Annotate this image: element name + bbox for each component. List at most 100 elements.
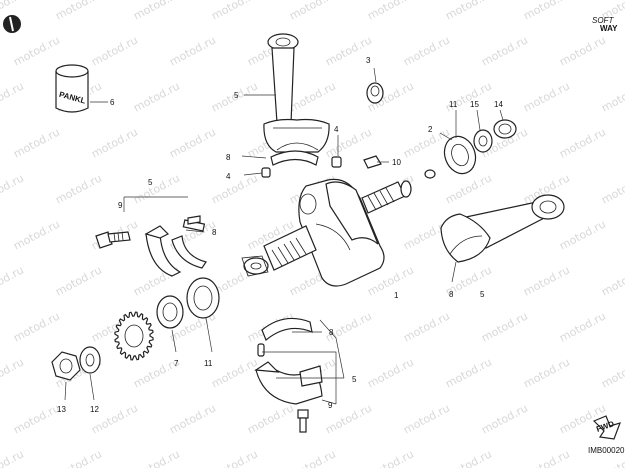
callout-8-left: 8: [212, 228, 217, 237]
part-dowel-pin-mid: [331, 156, 342, 168]
callout-7: 7: [174, 359, 179, 368]
part-rod-bolt-lower: [297, 409, 309, 433]
watermark-text: motod.ru: [287, 79, 338, 114]
watermark-text: motod.ru: [0, 171, 26, 206]
watermark-text: motod.ru: [209, 447, 260, 468]
callout-6: 6: [110, 98, 115, 107]
watermark-text: motod.ru: [479, 401, 530, 436]
softway-logo: SOFT WAY: [592, 16, 618, 33]
watermark-text: motod.ru: [443, 355, 494, 390]
watermark-text: motod.ru: [557, 125, 608, 160]
watermark-text: motod.ru: [0, 79, 26, 114]
watermark-text: motod.ru: [521, 263, 572, 298]
watermark-text: motod.ru: [11, 33, 62, 68]
callout-13: 13: [57, 405, 66, 414]
callout-9-left: 9: [118, 201, 123, 210]
watermark-text: motod.ru: [209, 171, 260, 206]
watermark-text: motod.ru: [599, 79, 625, 114]
watermark-text: motod.ru: [167, 33, 218, 68]
leader-lines: [64, 67, 504, 405]
callout-8-right: 8: [449, 290, 454, 299]
watermark-text: motod.ru: [245, 401, 296, 436]
watermark-text: motod.ru: [131, 171, 182, 206]
watermark-text: motod.ru: [365, 447, 416, 468]
callout-15: 15: [470, 100, 479, 109]
watermark-text: motod.ru: [521, 355, 572, 390]
watermark-text: motod.ru: [53, 447, 104, 468]
watermark-text: motod.ru: [131, 79, 182, 114]
callout-3: 3: [366, 56, 371, 65]
part-pankl-bearing-box: PANKL: [55, 64, 89, 113]
watermark-text: motod.ru: [401, 33, 452, 68]
part-crankshaft: [241, 178, 412, 287]
callout-labels: 5 3 6 8 4 4 10 2 11 15 14 5 9 8 1 8 5 7 …: [57, 56, 503, 414]
watermark-text: motod.ru: [599, 171, 625, 206]
watermark-text: motod.ru: [53, 0, 104, 23]
watermark-text: motod.ru: [323, 125, 374, 160]
callout-11-left: 11: [204, 359, 213, 368]
watermark-text: motod.ru: [479, 309, 530, 344]
watermark-text: motod.ru: [521, 0, 572, 23]
watermark-text: motod.ru: [443, 447, 494, 468]
watermark-text: motod.ru: [11, 309, 62, 344]
watermark-text: motod.ru: [287, 0, 338, 23]
watermark-text: motod.ru: [521, 79, 572, 114]
brand-line1: SOFT: [592, 16, 614, 25]
callout-4-mid: 4: [334, 125, 339, 134]
callout-8-top: 8: [226, 153, 231, 162]
watermark-text: motod.ru: [479, 33, 530, 68]
watermark-text: motod.ru: [557, 217, 608, 252]
callout-9-bottom: 9: [328, 401, 333, 410]
callout-5-bottom: 5: [352, 375, 357, 384]
watermark-text: motod.ru: [599, 263, 625, 298]
watermark-text: motod.ru: [11, 217, 62, 252]
callout-11-right: 11: [449, 100, 458, 109]
callout-2: 2: [428, 125, 433, 134]
brand-line2: WAY: [600, 24, 618, 33]
watermark-text: motod.ru: [89, 33, 140, 68]
watermark-text: motod.ru: [209, 355, 260, 390]
watermark-text: motod.ru: [365, 0, 416, 23]
brand-logo-icon: [3, 15, 21, 33]
callout-10: 10: [392, 158, 401, 167]
watermark-text: motod.ru: [11, 401, 62, 436]
forward-arrow-icon: FWD: [592, 415, 621, 440]
watermark-text: motod.ru: [209, 0, 260, 23]
part-thrust-washer-left: [186, 277, 220, 319]
part-connecting-rod-top: [263, 33, 330, 153]
part-washer-12: [79, 346, 101, 374]
watermark-text: motod.ru: [53, 171, 104, 206]
callout-5-top: 5: [234, 91, 239, 100]
watermark-text: motod.ru: [365, 355, 416, 390]
watermark-text: motod.ru: [53, 263, 104, 298]
part-washer-15: [473, 129, 493, 153]
part-crank-gear: [114, 311, 154, 361]
callout-5-right: 5: [480, 290, 485, 299]
part-woodruff-key: [363, 155, 382, 169]
part-bolt-left: [95, 231, 131, 249]
part-bushing-7: [156, 295, 184, 329]
watermark-text: motod.ru: [557, 33, 608, 68]
part-spacer-ring-small: [424, 169, 436, 179]
part-dowel-pin-left: [261, 167, 271, 178]
part-pin-small: [187, 215, 201, 225]
part-washer-14: [493, 119, 517, 139]
part-small-bearing: [366, 82, 384, 104]
watermark-text: motod.ru: [131, 447, 182, 468]
callout-14: 14: [494, 100, 503, 109]
watermark-text: motod.ru: [443, 171, 494, 206]
part-bearing-shell-upper: [270, 150, 319, 166]
watermark-text: motod.ru: [443, 79, 494, 114]
watermark-text: motod.ru: [167, 125, 218, 160]
part-thrust-washer-right: [443, 135, 477, 175]
watermark-text: motod.ru: [0, 355, 26, 390]
callout-12: 12: [90, 405, 99, 414]
watermark-text: motod.ru: [0, 263, 26, 298]
watermark-text: motod.ru: [521, 447, 572, 468]
callout-8-bottom: 8: [329, 328, 334, 337]
watermark-text: motod.ru: [287, 447, 338, 468]
callout-4-left: 4: [226, 172, 231, 181]
watermark-text: motod.ru: [599, 355, 625, 390]
part-rod-cap-lower: [254, 343, 323, 405]
